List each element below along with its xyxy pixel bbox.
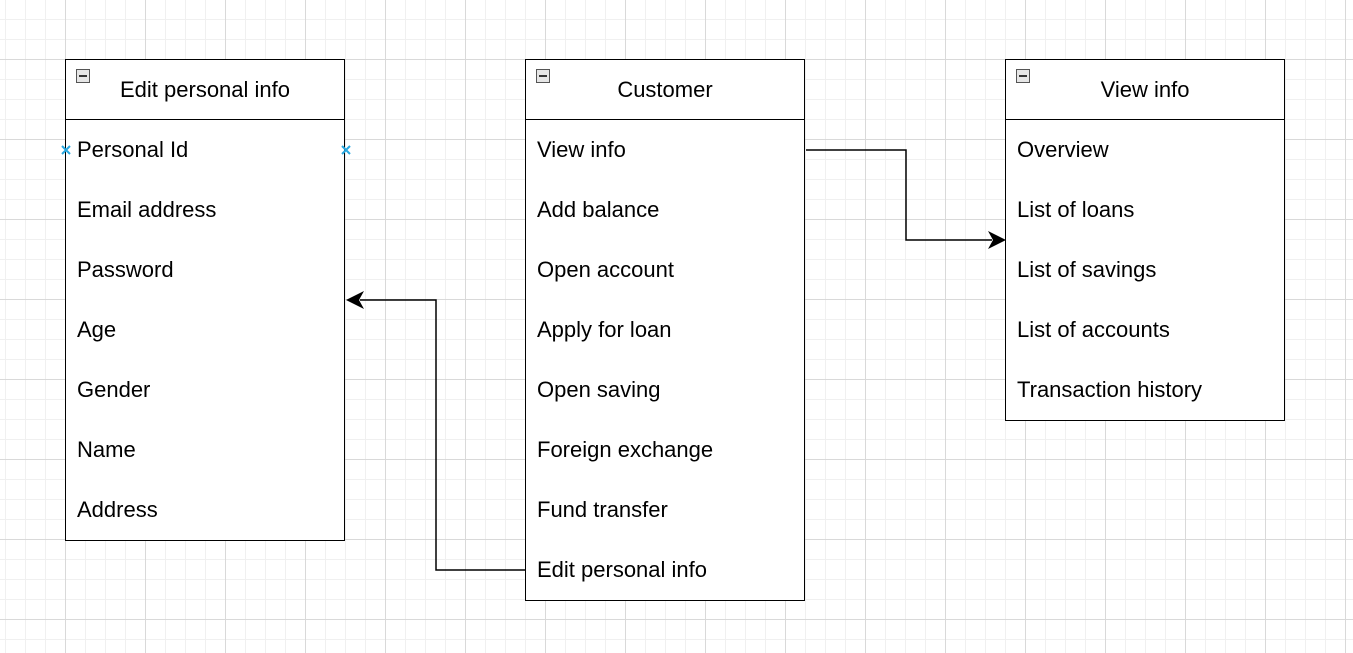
table-title: Customer: [617, 77, 713, 102]
connection-point-icon[interactable]: [340, 144, 352, 156]
table-edit-personal-info[interactable]: Edit personal info Personal Id Email add…: [65, 59, 345, 541]
collapse-icon[interactable]: [536, 69, 550, 83]
table-row[interactable]: List of accounts: [1017, 317, 1170, 342]
table-row[interactable]: Overview: [1017, 137, 1109, 162]
table-row[interactable]: Address: [77, 497, 158, 522]
table-row[interactable]: Transaction history: [1017, 377, 1203, 402]
table-header[interactable]: Customer: [526, 60, 804, 120]
table-row[interactable]: Add balance: [537, 197, 660, 222]
table-row[interactable]: View info: [537, 137, 626, 162]
table-row[interactable]: Foreign exchange: [537, 437, 714, 462]
table-header[interactable]: Edit personal info: [66, 60, 344, 120]
edge-view-info[interactable]: [806, 149, 992, 241]
table-row[interactable]: Fund transfer: [537, 497, 668, 522]
table-row[interactable]: List of loans: [1017, 197, 1135, 222]
table-row[interactable]: Password: [77, 257, 174, 282]
table-row[interactable]: Gender: [77, 377, 151, 402]
table-customer[interactable]: Customer View info Add balance Open acco…: [525, 59, 805, 601]
arrowhead-icon: [988, 231, 1006, 249]
connection-point-icon[interactable]: [60, 144, 72, 156]
table-title: Edit personal info: [120, 77, 290, 102]
table-row[interactable]: Edit personal info: [537, 557, 707, 582]
edge-edit-personal-info[interactable]: [360, 299, 526, 571]
collapse-icon[interactable]: [76, 69, 90, 83]
table-header[interactable]: View info: [1006, 60, 1284, 120]
table-view-info[interactable]: View info Overview List of loans List of…: [1005, 59, 1285, 421]
collapse-icon[interactable]: [1016, 69, 1030, 83]
table-row[interactable]: Apply for loan: [537, 317, 672, 342]
table-row[interactable]: Open saving: [537, 377, 661, 402]
table-row[interactable]: Personal Id: [77, 137, 189, 162]
table-row[interactable]: List of savings: [1017, 257, 1157, 282]
table-row[interactable]: Name: [77, 437, 136, 462]
arrowhead-icon: [346, 291, 364, 309]
table-row[interactable]: Open account: [537, 257, 674, 282]
table-title: View info: [1100, 77, 1190, 102]
table-row[interactable]: Email address: [77, 197, 217, 222]
table-row[interactable]: Age: [77, 317, 117, 342]
